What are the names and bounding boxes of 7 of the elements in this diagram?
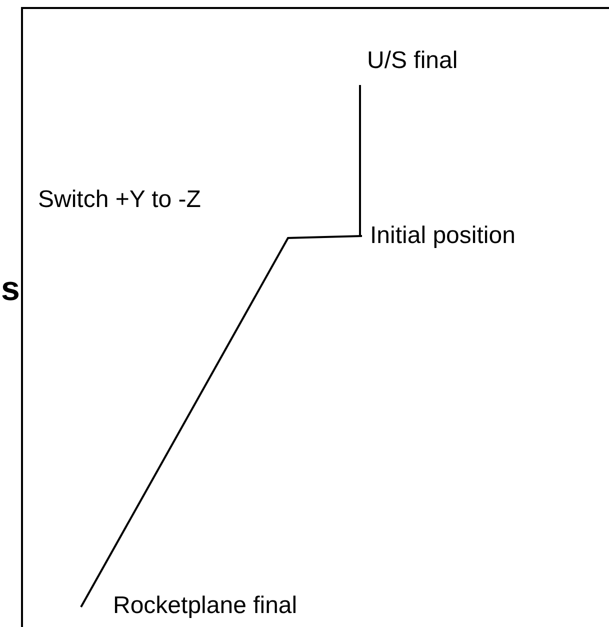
position-label: Initial position bbox=[362, 222, 516, 250]
maneuver-label: Switch +Y to -Z bbox=[38, 186, 201, 214]
cut-off-title: s bbox=[1, 270, 20, 308]
trajectory-line bbox=[80, 235, 362, 608]
trajectory-line bbox=[359, 85, 362, 237]
position-label: U/S final bbox=[360, 47, 458, 75]
position-label: Rocketplane final bbox=[81, 592, 298, 620]
